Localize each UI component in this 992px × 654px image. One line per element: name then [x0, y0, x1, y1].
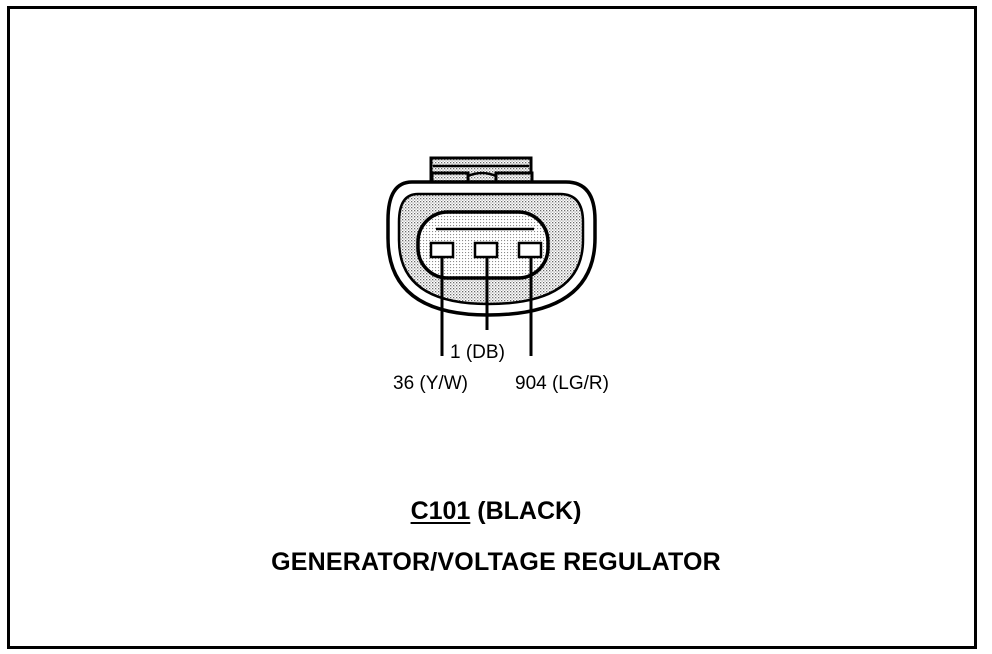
connector-id: C101: [410, 497, 471, 525]
pin-terminal-2: [473, 241, 499, 259]
pin-terminal-1: [429, 241, 455, 259]
pin-label-36: 36 (Y/W): [393, 373, 468, 394]
connector-title: C101 (BLACK): [0, 497, 992, 526]
pin-label-1: 1 (DB): [450, 342, 505, 363]
connector-color: (BLACK): [477, 497, 582, 525]
connector-description: GENERATOR/VOLTAGE REGULATOR: [271, 548, 721, 576]
pin-terminal-3: [517, 241, 543, 259]
diagram-frame: [7, 6, 977, 649]
pin-label-904: 904 (LG/R): [515, 373, 609, 394]
